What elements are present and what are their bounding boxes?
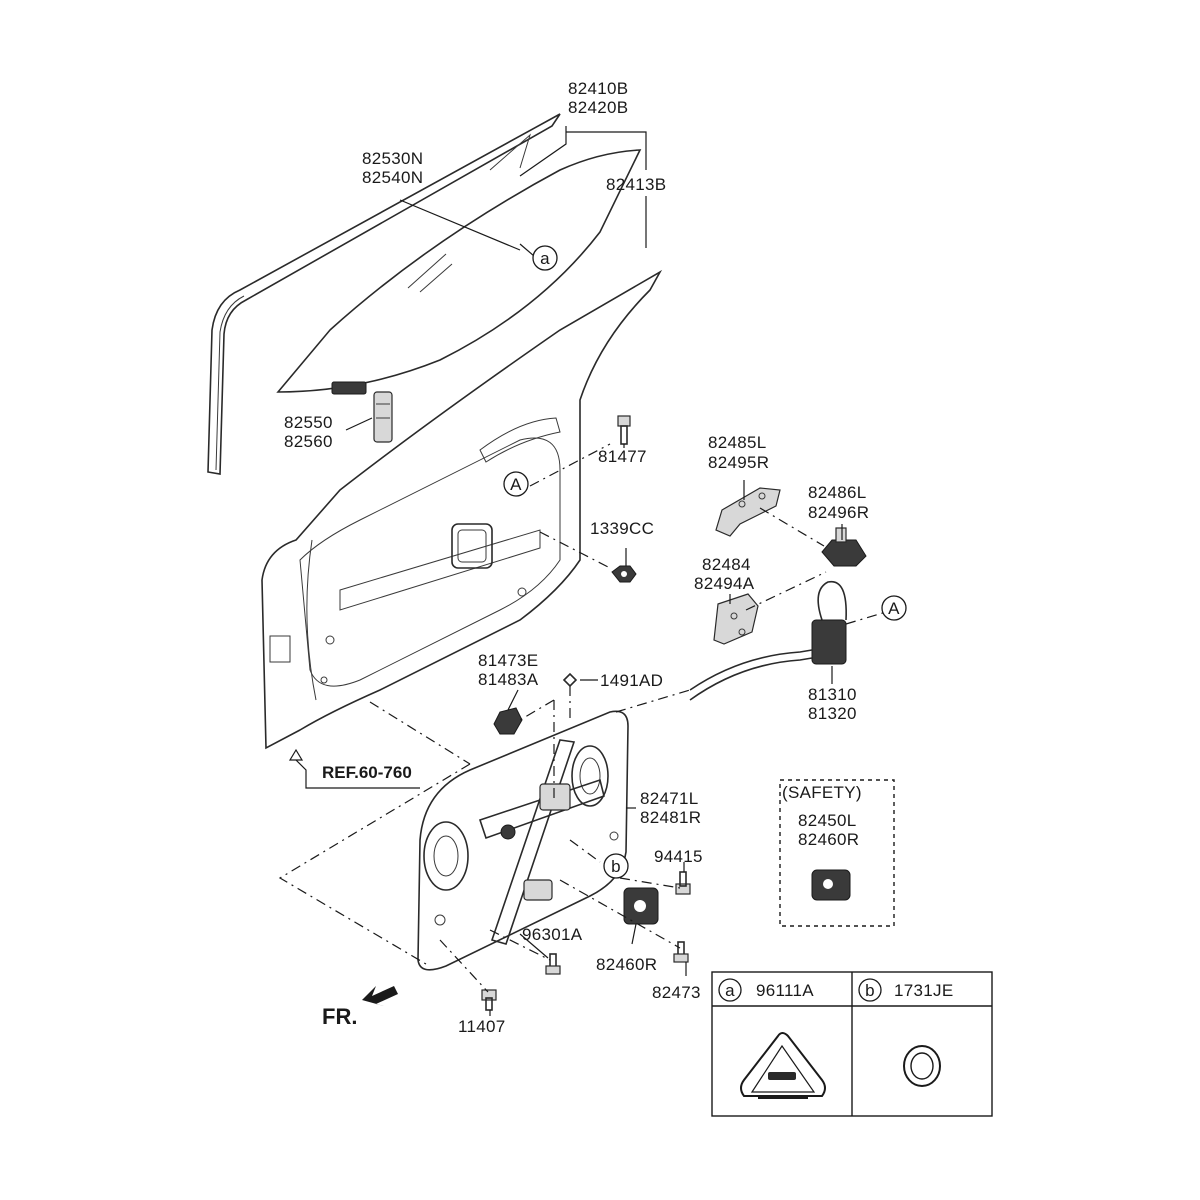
door-module-panel: [417, 710, 629, 971]
label-82481r: 82481R: [640, 808, 701, 827]
door-latch: [689, 580, 847, 701]
legend-a-part: 96111A: [756, 981, 814, 1000]
label-82471l: 82471L: [640, 789, 699, 808]
label-1491ad: 1491AD: [600, 671, 663, 690]
label-82484: 82484: [702, 555, 751, 574]
window-motor: [623, 887, 659, 925]
front-indicator: FR.: [322, 986, 398, 1029]
handle-cover: [821, 527, 867, 567]
clip-1491ad: [562, 672, 578, 688]
glass-holder: [331, 381, 393, 443]
leader-lines: [288, 126, 843, 1016]
screw-82473: [673, 941, 689, 963]
label-82410b: 82410B: [568, 79, 628, 98]
label-82494a: 82494A: [694, 574, 755, 593]
handle-base: [715, 487, 781, 537]
bolt-96301a: [545, 953, 561, 975]
label-82496r: 82496R: [808, 503, 869, 522]
label-11407: 11407: [458, 1017, 506, 1036]
striker-bracket: [493, 707, 523, 735]
legend-b-marker: b: [865, 981, 875, 1000]
label-82485l: 82485L: [708, 433, 767, 452]
label-81477: 81477: [598, 447, 647, 466]
label-82473: 82473: [652, 983, 701, 1002]
window-glass: [276, 133, 642, 393]
label-1339cc: 1339CC: [590, 519, 654, 538]
callout-b: b: [603, 853, 629, 879]
handle-bracket: [713, 593, 759, 645]
bolt-81477: [617, 415, 631, 445]
label-96301a: 96301A: [522, 925, 583, 944]
label-81483a: 81483A: [478, 670, 539, 689]
part-labels: 82410B 82420B 82413B 82530N 82540N 82550…: [284, 79, 869, 1036]
front-arrow-icon: [362, 986, 398, 1006]
svg-text:A: A: [888, 599, 900, 618]
label-82486l: 82486L: [808, 483, 867, 502]
label-82560: 82560: [284, 432, 333, 451]
label-81310: 81310: [808, 685, 857, 704]
assembly-chain-lines: [278, 443, 887, 993]
label-82460r-safety: 82460R: [798, 830, 859, 849]
bolt-11407: [481, 989, 497, 1011]
label-82460r: 82460R: [596, 955, 657, 974]
safety-group: [779, 779, 895, 927]
legend-b-part: 1731JE: [894, 981, 953, 1000]
label-82530n: 82530N: [362, 149, 423, 168]
callout-A-door: A: [503, 471, 529, 497]
legend-a-marker: a: [725, 981, 735, 1000]
door-inner-panel: [261, 269, 663, 750]
grommet-icon: [903, 1045, 941, 1087]
run-channel: [207, 113, 561, 475]
legend-table: a 96111A b 1731JE: [711, 971, 993, 1117]
warning-label-icon: [740, 1032, 826, 1099]
label-82413b: 82413B: [606, 175, 666, 194]
label-81473e: 81473E: [478, 651, 538, 670]
label-94415: 94415: [654, 847, 703, 866]
label-82540n: 82540N: [362, 168, 423, 187]
bolt-94415: [675, 871, 691, 895]
label-82420b: 82420B: [568, 98, 628, 117]
callout-a: a: [532, 245, 558, 271]
callout-A-latch: A: [881, 595, 907, 621]
label-safety: (SAFETY): [782, 783, 862, 802]
label-81320: 81320: [808, 704, 857, 723]
nut-1339cc: [611, 565, 637, 583]
label-82450l: 82450L: [798, 811, 857, 830]
label-82495r: 82495R: [708, 453, 769, 472]
svg-text:A: A: [510, 475, 522, 494]
svg-text:b: b: [611, 857, 621, 876]
front-label: FR.: [322, 1004, 357, 1029]
label-ref: REF.60-760: [322, 763, 412, 782]
svg-text:a: a: [540, 249, 550, 268]
label-82550: 82550: [284, 413, 333, 432]
